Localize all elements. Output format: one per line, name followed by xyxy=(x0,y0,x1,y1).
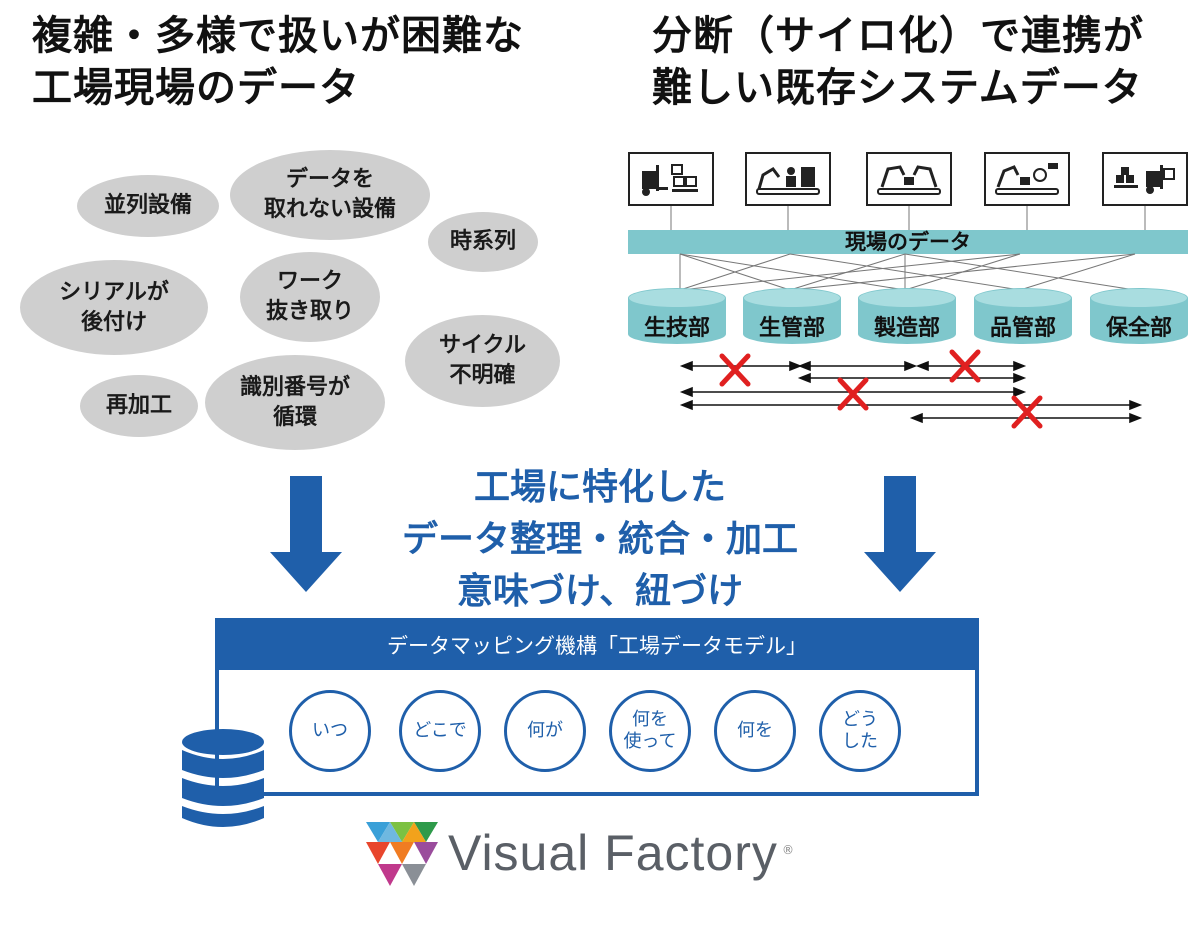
robot-camera-icon xyxy=(995,163,1059,195)
dept-manufacturing: 製造部 xyxy=(858,288,956,350)
left-heading-line1: 複雑・多様で扱いが困難な xyxy=(32,13,524,59)
machine-box-4 xyxy=(984,152,1070,206)
question-how: どう した xyxy=(819,690,901,772)
machine-box-1 xyxy=(628,152,714,206)
visual-factory-logo-text: Visual Factory xyxy=(448,825,778,881)
bubble-parallel-equipment: 並列設備 xyxy=(77,175,219,237)
dept-maintenance: 保全部 xyxy=(1090,288,1188,350)
dept-label: 保全部 xyxy=(1105,316,1172,341)
bubble-id-circulates: 識別番号が 循環 xyxy=(205,355,385,450)
process-description: 工場に特化した データ整理・統合・加工 意味づけ、紐づけ xyxy=(340,462,860,618)
dept-label: 品管部 xyxy=(989,316,1056,341)
machine-box-2 xyxy=(745,152,831,206)
machine-box-3 xyxy=(866,152,952,206)
right-heading-line1: 分断（サイロ化）で連携が xyxy=(652,13,1144,59)
mapping-header: データマッピング機構「工場データモデル」 xyxy=(219,622,975,670)
bubble-cycle-unclear: サイクル 不明確 xyxy=(405,315,560,407)
dept-label: 生技部 xyxy=(643,316,710,341)
question-what: 何が xyxy=(504,690,586,772)
registered-mark: ® xyxy=(782,843,794,857)
bubble-rework: 再加工 xyxy=(80,375,198,437)
robot-worker-icon xyxy=(756,167,820,195)
question-what-object: 何を xyxy=(714,690,796,772)
data-mapping-box: データマッピング機構「工場データモデル」 いつ どこで 何が 何を 使って 何を… xyxy=(215,618,979,796)
dept-quality-control: 品管部 xyxy=(974,288,1072,350)
pallets-forklift-icon xyxy=(1114,165,1175,194)
dept-label: 生管部 xyxy=(758,316,825,341)
right-heading-line2: 難しい既存システムデータ xyxy=(652,65,1143,111)
bubble-no-data-equipment: データを 取れない設備 xyxy=(230,150,430,240)
question-where: どこで xyxy=(399,690,481,772)
dept-production-control: 生管部 xyxy=(743,288,841,350)
forklift-boxes-icon xyxy=(642,164,698,196)
machine-box-5 xyxy=(1102,152,1188,206)
bubble-work-sampling: ワーク 抜き取り xyxy=(240,252,380,342)
dept-label: 製造部 xyxy=(873,316,940,341)
down-arrows xyxy=(270,476,936,592)
question-when: いつ xyxy=(289,690,371,772)
robot-arms-icon xyxy=(877,165,941,195)
bubble-serial-retrofit: シリアルが 後付け xyxy=(20,260,208,355)
question-using-what: 何を 使って xyxy=(609,690,691,772)
site-data-band: 現場のデータ xyxy=(628,230,1188,254)
process-line2: データ整理・統合・加工 xyxy=(401,519,798,560)
database-icon xyxy=(182,729,264,827)
process-line1: 工場に特化した xyxy=(473,467,726,508)
bubble-time-series: 時系列 xyxy=(428,212,538,272)
left-heading-line2: 工場現場のデータ xyxy=(32,65,360,111)
dept-production-engineering: 生技部 xyxy=(628,288,726,350)
visual-factory-logo-icon xyxy=(366,822,438,886)
left-heading: 複雑・多様で扱いが困難な 工場現場のデータ xyxy=(32,10,524,114)
right-heading: 分断（サイロ化）で連携が 難しい既存システムデータ xyxy=(652,10,1144,114)
red-cross-marks xyxy=(719,349,1043,429)
process-line3: 意味づけ、紐づけ xyxy=(456,571,744,612)
